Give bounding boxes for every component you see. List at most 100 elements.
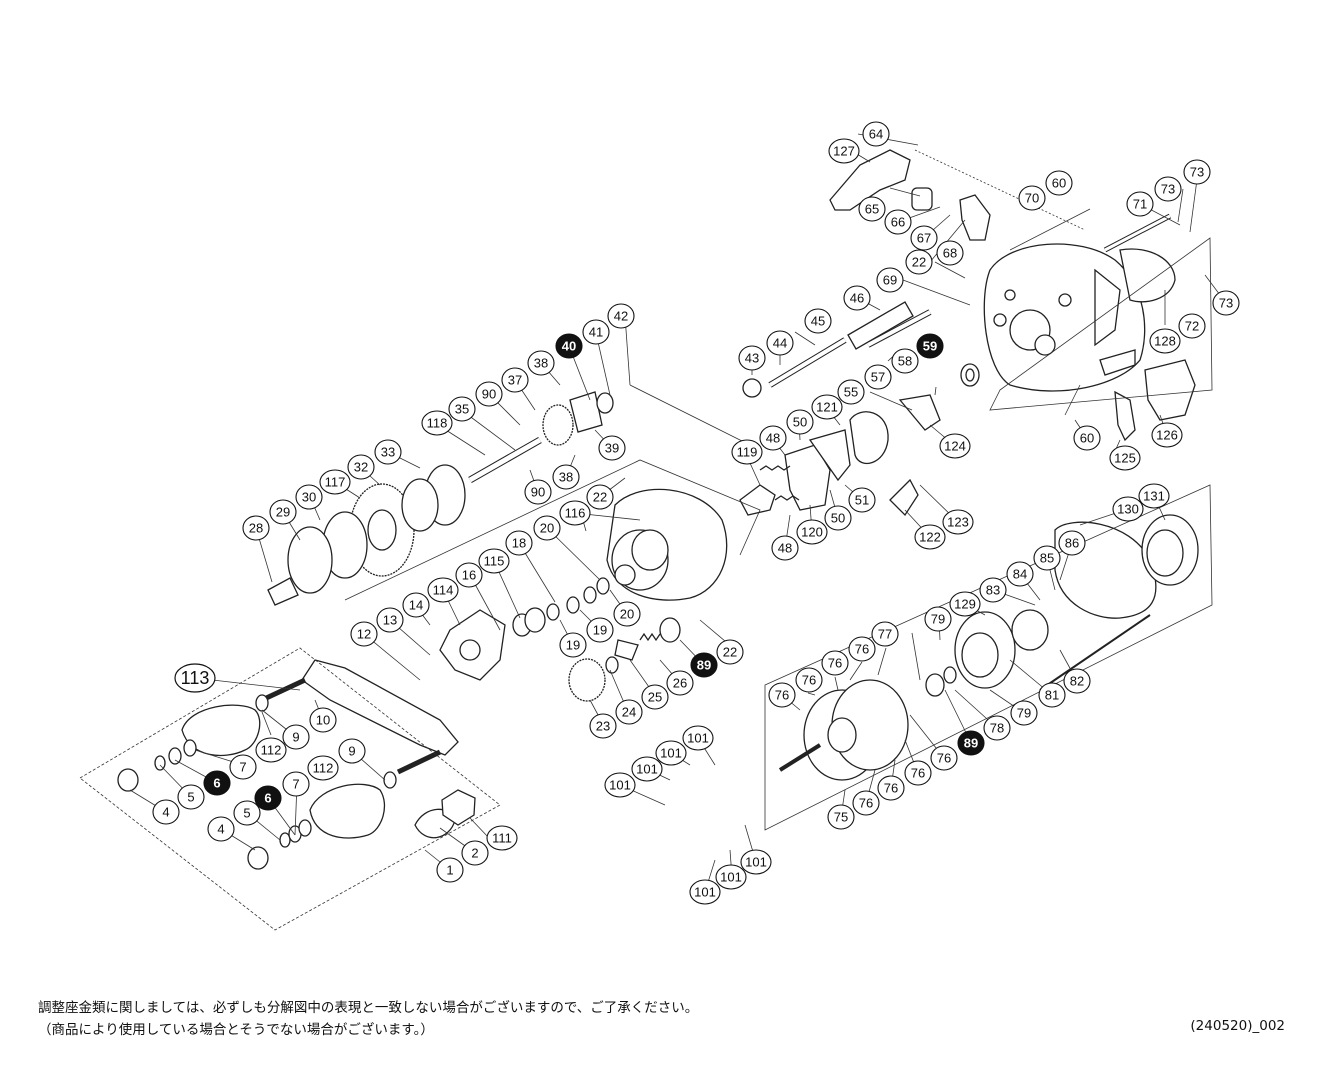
callout-82: 82 xyxy=(1063,668,1091,694)
handle-arm xyxy=(301,659,459,756)
callout-number: 122 xyxy=(919,530,941,545)
callout-circle xyxy=(1109,445,1141,471)
callout-number: 69 xyxy=(883,273,897,288)
callout-122: 122 xyxy=(914,524,946,550)
callout-circle xyxy=(1018,185,1046,211)
callout-circle xyxy=(295,484,323,510)
callout-circle xyxy=(582,319,610,345)
callout-circle xyxy=(876,267,904,293)
callout-circle xyxy=(1073,425,1101,451)
callout-number: 4 xyxy=(162,805,169,820)
callout-circle xyxy=(821,650,849,676)
callout-circle xyxy=(527,350,555,376)
callout-number: 20 xyxy=(540,521,554,536)
callout-number: 60 xyxy=(1080,431,1094,446)
callout-number: 48 xyxy=(778,541,792,556)
bracket-127 xyxy=(829,149,911,211)
callout-46: 46 xyxy=(843,285,871,311)
callout-number: 89 xyxy=(697,658,711,673)
callout-number: 77 xyxy=(878,627,892,642)
callout-number: 119 xyxy=(737,445,758,460)
callout-number: 124 xyxy=(944,439,966,454)
callout-number: 66 xyxy=(891,215,905,230)
callout-number: 18 xyxy=(512,536,526,551)
thumb-bar xyxy=(1144,359,1196,421)
callout-117: 117 xyxy=(319,469,351,495)
callout-number: 79 xyxy=(931,612,945,627)
callout-circle xyxy=(478,548,510,574)
callout-number: 78 xyxy=(990,721,1004,736)
callout-42: 42 xyxy=(607,303,635,329)
callout-6: 6 xyxy=(203,770,231,796)
callout-33: 33 xyxy=(374,439,402,465)
callout-number: 39 xyxy=(605,441,619,456)
callout-number: 65 xyxy=(865,202,879,217)
callout-number: 123 xyxy=(947,515,969,530)
callout-69: 69 xyxy=(876,267,904,293)
callout-number: 6 xyxy=(213,776,220,791)
callout-29: 29 xyxy=(269,499,297,525)
callout-number: 114 xyxy=(433,583,454,598)
callout-number: 25 xyxy=(648,690,662,705)
callout-circle xyxy=(979,577,1007,603)
callout-22: 22 xyxy=(905,249,933,275)
spool xyxy=(778,679,909,781)
callout-101: 101 xyxy=(655,740,687,766)
callout-number: 90 xyxy=(482,387,496,402)
callout-9: 9 xyxy=(338,738,366,764)
callout-circle xyxy=(1149,328,1181,354)
callout-circle xyxy=(1138,483,1170,509)
callout-number: 75 xyxy=(834,810,848,825)
callout-circle xyxy=(552,464,580,490)
callout-116: 116 xyxy=(559,500,591,526)
callout-77: 77 xyxy=(871,621,899,647)
callout-number: 76 xyxy=(884,781,898,796)
callout-number: 112 xyxy=(313,761,334,776)
callout-number: 59 xyxy=(923,339,937,354)
callout-73: 73 xyxy=(1212,290,1240,316)
callout-circle xyxy=(666,670,694,696)
callout-number: 60 xyxy=(1052,176,1066,191)
callout-number: 37 xyxy=(508,373,522,388)
callout-39: 39 xyxy=(598,435,626,461)
callout-128: 128 xyxy=(1149,328,1181,354)
footnote-line-2: （商品により使用している場合とそうでない場合がございます。） xyxy=(38,1022,434,1038)
callout-circle xyxy=(254,785,282,811)
callout-60: 60 xyxy=(1073,425,1101,451)
callout-124: 124 xyxy=(939,433,971,459)
callout-number: 48 xyxy=(766,431,780,446)
part-callouts: 6412773607073716566676822697372461284544… xyxy=(152,121,1240,905)
callout-10: 10 xyxy=(309,707,337,733)
callout-6: 6 xyxy=(254,785,282,811)
callout-120: 120 xyxy=(796,519,828,545)
callout-number: 73 xyxy=(1161,182,1175,197)
callout-circle xyxy=(350,621,378,647)
callout-number: 76 xyxy=(911,766,925,781)
callout-number: 115 xyxy=(484,554,505,569)
callout-circle xyxy=(877,775,905,801)
callout-83: 83 xyxy=(979,577,1007,603)
callout-number: 5 xyxy=(243,806,250,821)
callout-number: 58 xyxy=(898,354,912,369)
callout-circle xyxy=(203,770,231,796)
callout-number: 2 xyxy=(471,846,478,861)
callout-number: 43 xyxy=(745,351,759,366)
callout-number: 126 xyxy=(1156,428,1178,443)
callout-20: 20 xyxy=(533,515,561,541)
callout-circle xyxy=(957,730,985,756)
callout-circle xyxy=(1126,191,1154,217)
callout-circle xyxy=(864,364,892,390)
callout-number: 32 xyxy=(354,460,368,475)
callout-circle xyxy=(910,225,938,251)
callout-number: 50 xyxy=(793,415,807,430)
callout-101: 101 xyxy=(631,756,663,782)
callout-number: 101 xyxy=(660,746,682,761)
callout-number: 29 xyxy=(276,505,290,520)
callout-circle xyxy=(505,530,533,556)
callout-number: 79 xyxy=(1017,706,1031,721)
callout-number: 50 xyxy=(831,511,845,526)
callout-circle xyxy=(607,303,635,329)
callout-number: 127 xyxy=(833,144,855,159)
callout-circle xyxy=(768,682,796,708)
callout-number: 116 xyxy=(565,506,586,521)
